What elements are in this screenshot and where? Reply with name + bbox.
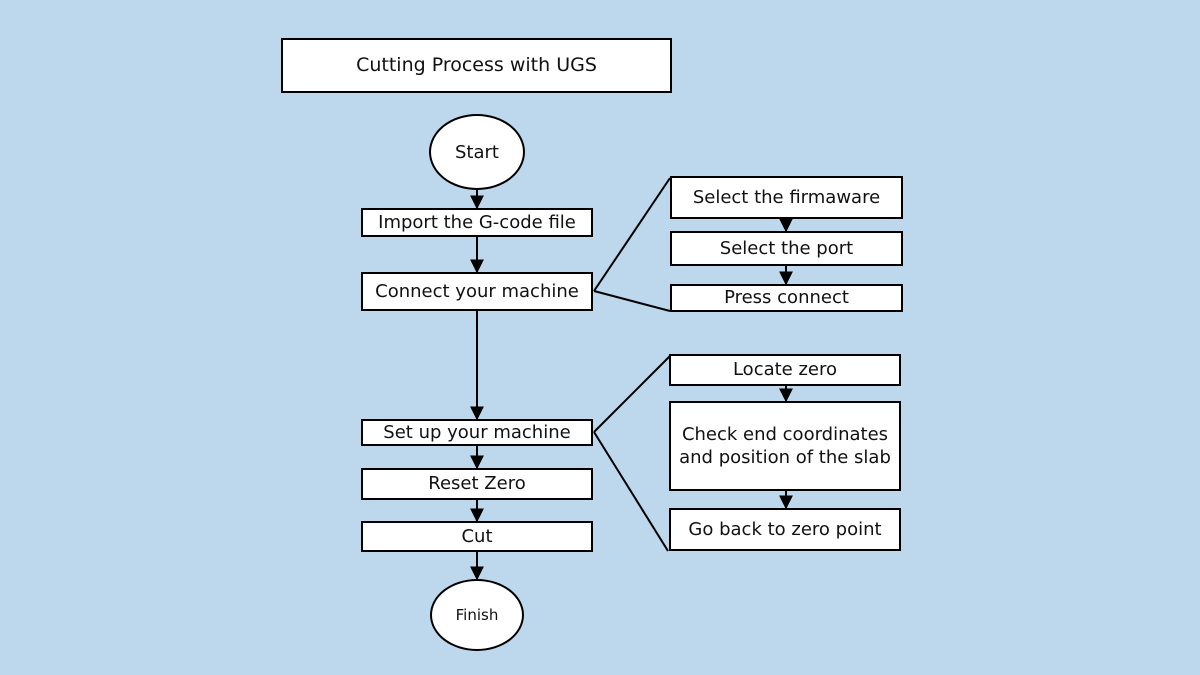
bracket-connect-bottom	[593, 290, 671, 312]
substep-back-to-zero: Go back to zero point	[669, 508, 901, 551]
bracket-setup-bottom	[593, 431, 669, 552]
substep-press-connect: Press connect	[670, 284, 903, 312]
substep-locate-zero: Locate zero	[669, 354, 901, 386]
bracket-setup-top	[593, 355, 671, 433]
step-reset-zero: Reset Zero	[361, 468, 593, 500]
start-node: Start	[429, 114, 525, 190]
finish-node: Finish	[430, 579, 524, 651]
bracket-connect-top	[593, 177, 671, 292]
substep-check-coordinates: Check end coordinates and position of th…	[669, 401, 901, 491]
step-import-gcode: Import the G-code file	[361, 208, 593, 237]
substep-select-port: Select the port	[670, 231, 903, 266]
step-connect-machine: Connect your machine	[361, 272, 593, 311]
substep-select-firmware: Select the firmaware	[670, 176, 903, 219]
step-cut: Cut	[361, 521, 593, 552]
diagram-title: Cutting Process with UGS	[281, 38, 672, 93]
step-setup-machine: Set up your machine	[361, 419, 593, 446]
